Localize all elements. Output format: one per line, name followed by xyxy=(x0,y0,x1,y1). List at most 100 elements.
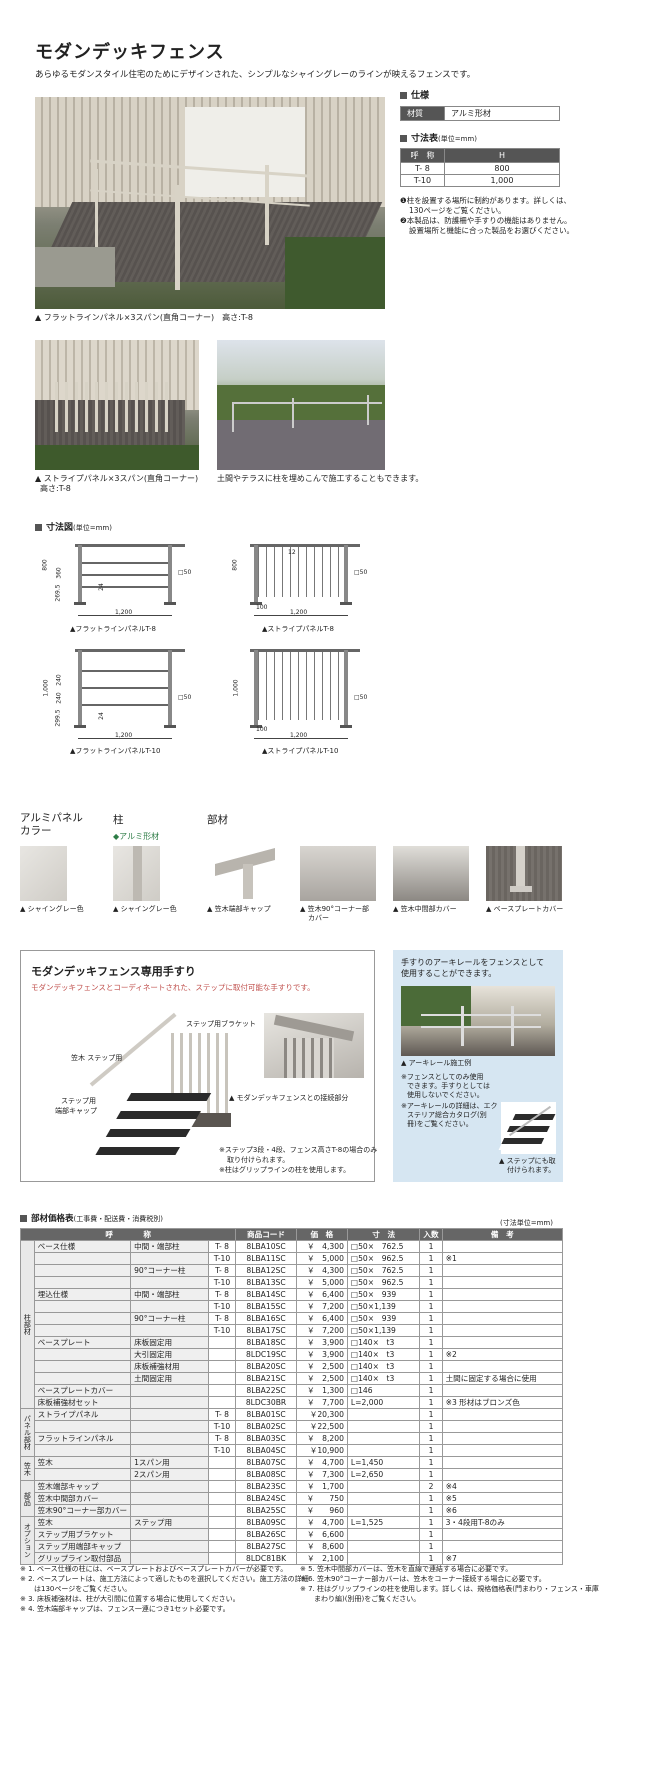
price-cell: 床板補強材用 xyxy=(130,1360,209,1373)
price-cell: □140× t3 xyxy=(346,1360,421,1373)
label-step-bracket: ステップ用ブラケット xyxy=(186,1020,256,1028)
drawing-stripe-t8: 800 12 □50 100 1,200 xyxy=(230,540,390,630)
price-cell xyxy=(33,1360,132,1373)
price-cell: T- 8 xyxy=(207,1240,237,1253)
price-cell: ※5 xyxy=(441,1492,564,1505)
price-cell: ￥ 750 xyxy=(295,1492,348,1505)
price-category: 部品 xyxy=(20,1480,35,1517)
price-cell xyxy=(441,1432,564,1445)
price-cell: ステップ用端部キャップ xyxy=(33,1540,132,1553)
price-cell xyxy=(207,1360,237,1373)
price-category: パネル部材 xyxy=(20,1408,35,1457)
price-cell: ￥ 1,300 xyxy=(295,1384,348,1397)
price-cell: 8LBA07SC xyxy=(235,1456,297,1469)
price-cell: 1 xyxy=(419,1444,443,1457)
price-cell xyxy=(130,1540,209,1553)
price-cell: ￥ 2,500 xyxy=(295,1360,348,1373)
handrail-box: モダンデッキフェンス専用手すり モダンデッキフェンスとコーディネートされた、ステ… xyxy=(20,950,377,1182)
price-cell xyxy=(33,1468,132,1481)
price-cell: 1 xyxy=(419,1348,443,1361)
price-cell: T-10 xyxy=(207,1420,237,1433)
dim-360: 360 xyxy=(55,567,63,579)
price-cell xyxy=(441,1468,564,1481)
dim-h10: 1,000 xyxy=(42,679,50,697)
price-cell: 1 xyxy=(419,1264,443,1277)
price-cell: T-10 xyxy=(207,1252,237,1265)
dim-269: 269.5 xyxy=(54,584,62,602)
dim-24-2: 24 xyxy=(97,712,105,720)
part-middle-cover xyxy=(393,846,469,901)
price-cell xyxy=(207,1492,237,1505)
price-cell: 1 xyxy=(419,1516,443,1529)
price-cell: 8LBA24SC xyxy=(235,1492,297,1505)
price-cell xyxy=(441,1324,564,1337)
terrace-caption: 土間やテラスに柱を埋めこんで施工することもできます。 xyxy=(217,474,424,483)
archirail-photo xyxy=(401,986,555,1056)
dim-12: 12 xyxy=(288,549,296,556)
price-cell: ※6 xyxy=(441,1504,564,1517)
price-cell xyxy=(130,1276,209,1289)
price-cell: 8LBA25SC xyxy=(235,1504,297,1517)
handrail-sub: モダンデッキフェンスとコーディネートされた、ステップに取付可能な手すりです。 xyxy=(31,983,315,992)
drawing-stripe-t10-caption: ▲ストライプパネルT-10 xyxy=(262,747,339,755)
price-cell: フラットラインパネル xyxy=(33,1432,132,1445)
price-cell: □140× t3 xyxy=(346,1348,421,1361)
price-cell: 8LBA16SC xyxy=(235,1312,297,1325)
price-cell: ￥ 4,700 xyxy=(295,1516,348,1529)
price-cell: 8LBA02SC xyxy=(235,1420,297,1433)
price-cell: 1 xyxy=(419,1468,443,1481)
price-cell: T- 8 xyxy=(207,1432,237,1445)
price-cell xyxy=(207,1384,237,1397)
dim-sq50-2: □50 xyxy=(354,569,368,576)
price-cell: ￥ 7,200 xyxy=(295,1300,348,1313)
price-cell xyxy=(441,1528,564,1541)
dim-24: 24 xyxy=(97,583,105,591)
handrail-note-2: ※柱はグリップラインの柱を使用します。 xyxy=(219,1166,351,1174)
price-cell: ￥10,900 xyxy=(295,1444,348,1457)
price-cell xyxy=(130,1300,209,1313)
post-color-label: ▲ シャイングレー色 xyxy=(113,905,177,913)
archirail-heading-1: 手すりのアーキレールをフェンスとして xyxy=(401,958,545,967)
price-cell xyxy=(441,1408,564,1421)
price-cell: L=2,650 xyxy=(346,1468,421,1481)
footnote-7b: まわり編)(別冊)をご覧ください。 xyxy=(300,1595,421,1603)
price-cell: 8LBA17SC xyxy=(235,1324,297,1337)
part-corner-cover-label2: カバー xyxy=(308,914,329,922)
dim-sq50: □50 xyxy=(178,569,192,576)
price-cell xyxy=(33,1252,132,1265)
price-cell xyxy=(207,1552,237,1565)
archirail-step-caption: ▲ ステップにも取 xyxy=(499,1157,556,1165)
price-cell: ※7 xyxy=(441,1552,564,1565)
price-cell xyxy=(33,1300,132,1313)
price-cell: L=1,450 xyxy=(346,1456,421,1469)
post-material: ◆アルミ形材 xyxy=(113,832,160,841)
dim-w-2: 1,200 xyxy=(290,609,308,616)
footnote-1: ※ 1. ベース仕様の柱には、ベースプレートおよびベースプレートカバーが必要です… xyxy=(20,1565,288,1573)
price-cell: 1スパン用 xyxy=(130,1456,209,1469)
price-cell xyxy=(130,1492,209,1505)
price-cell: 1 xyxy=(419,1324,443,1337)
price-cell xyxy=(207,1348,237,1361)
footnotes-right: ※ 5. 笠木中間部カバーは、笠木を直線で連結する場合に必要です。 ※ 6. 笠… xyxy=(300,1564,599,1604)
price-cell: ベースプレート xyxy=(33,1336,132,1349)
material-table: 材質アルミ形材 xyxy=(400,106,560,121)
price-cell: ステップ用ブラケット xyxy=(33,1528,132,1541)
post-swatch xyxy=(113,846,160,901)
price-cell xyxy=(33,1312,132,1325)
price-cell xyxy=(130,1432,209,1445)
price-cell: □50× 762.5 xyxy=(346,1264,421,1277)
price-category: 笠木 xyxy=(20,1456,35,1481)
footnote-3: ※ 3. 床板補強材は、柱が大引間に位置する場合に使用してください。 xyxy=(20,1595,240,1603)
price-cell xyxy=(130,1444,209,1457)
price-cell xyxy=(33,1324,132,1337)
